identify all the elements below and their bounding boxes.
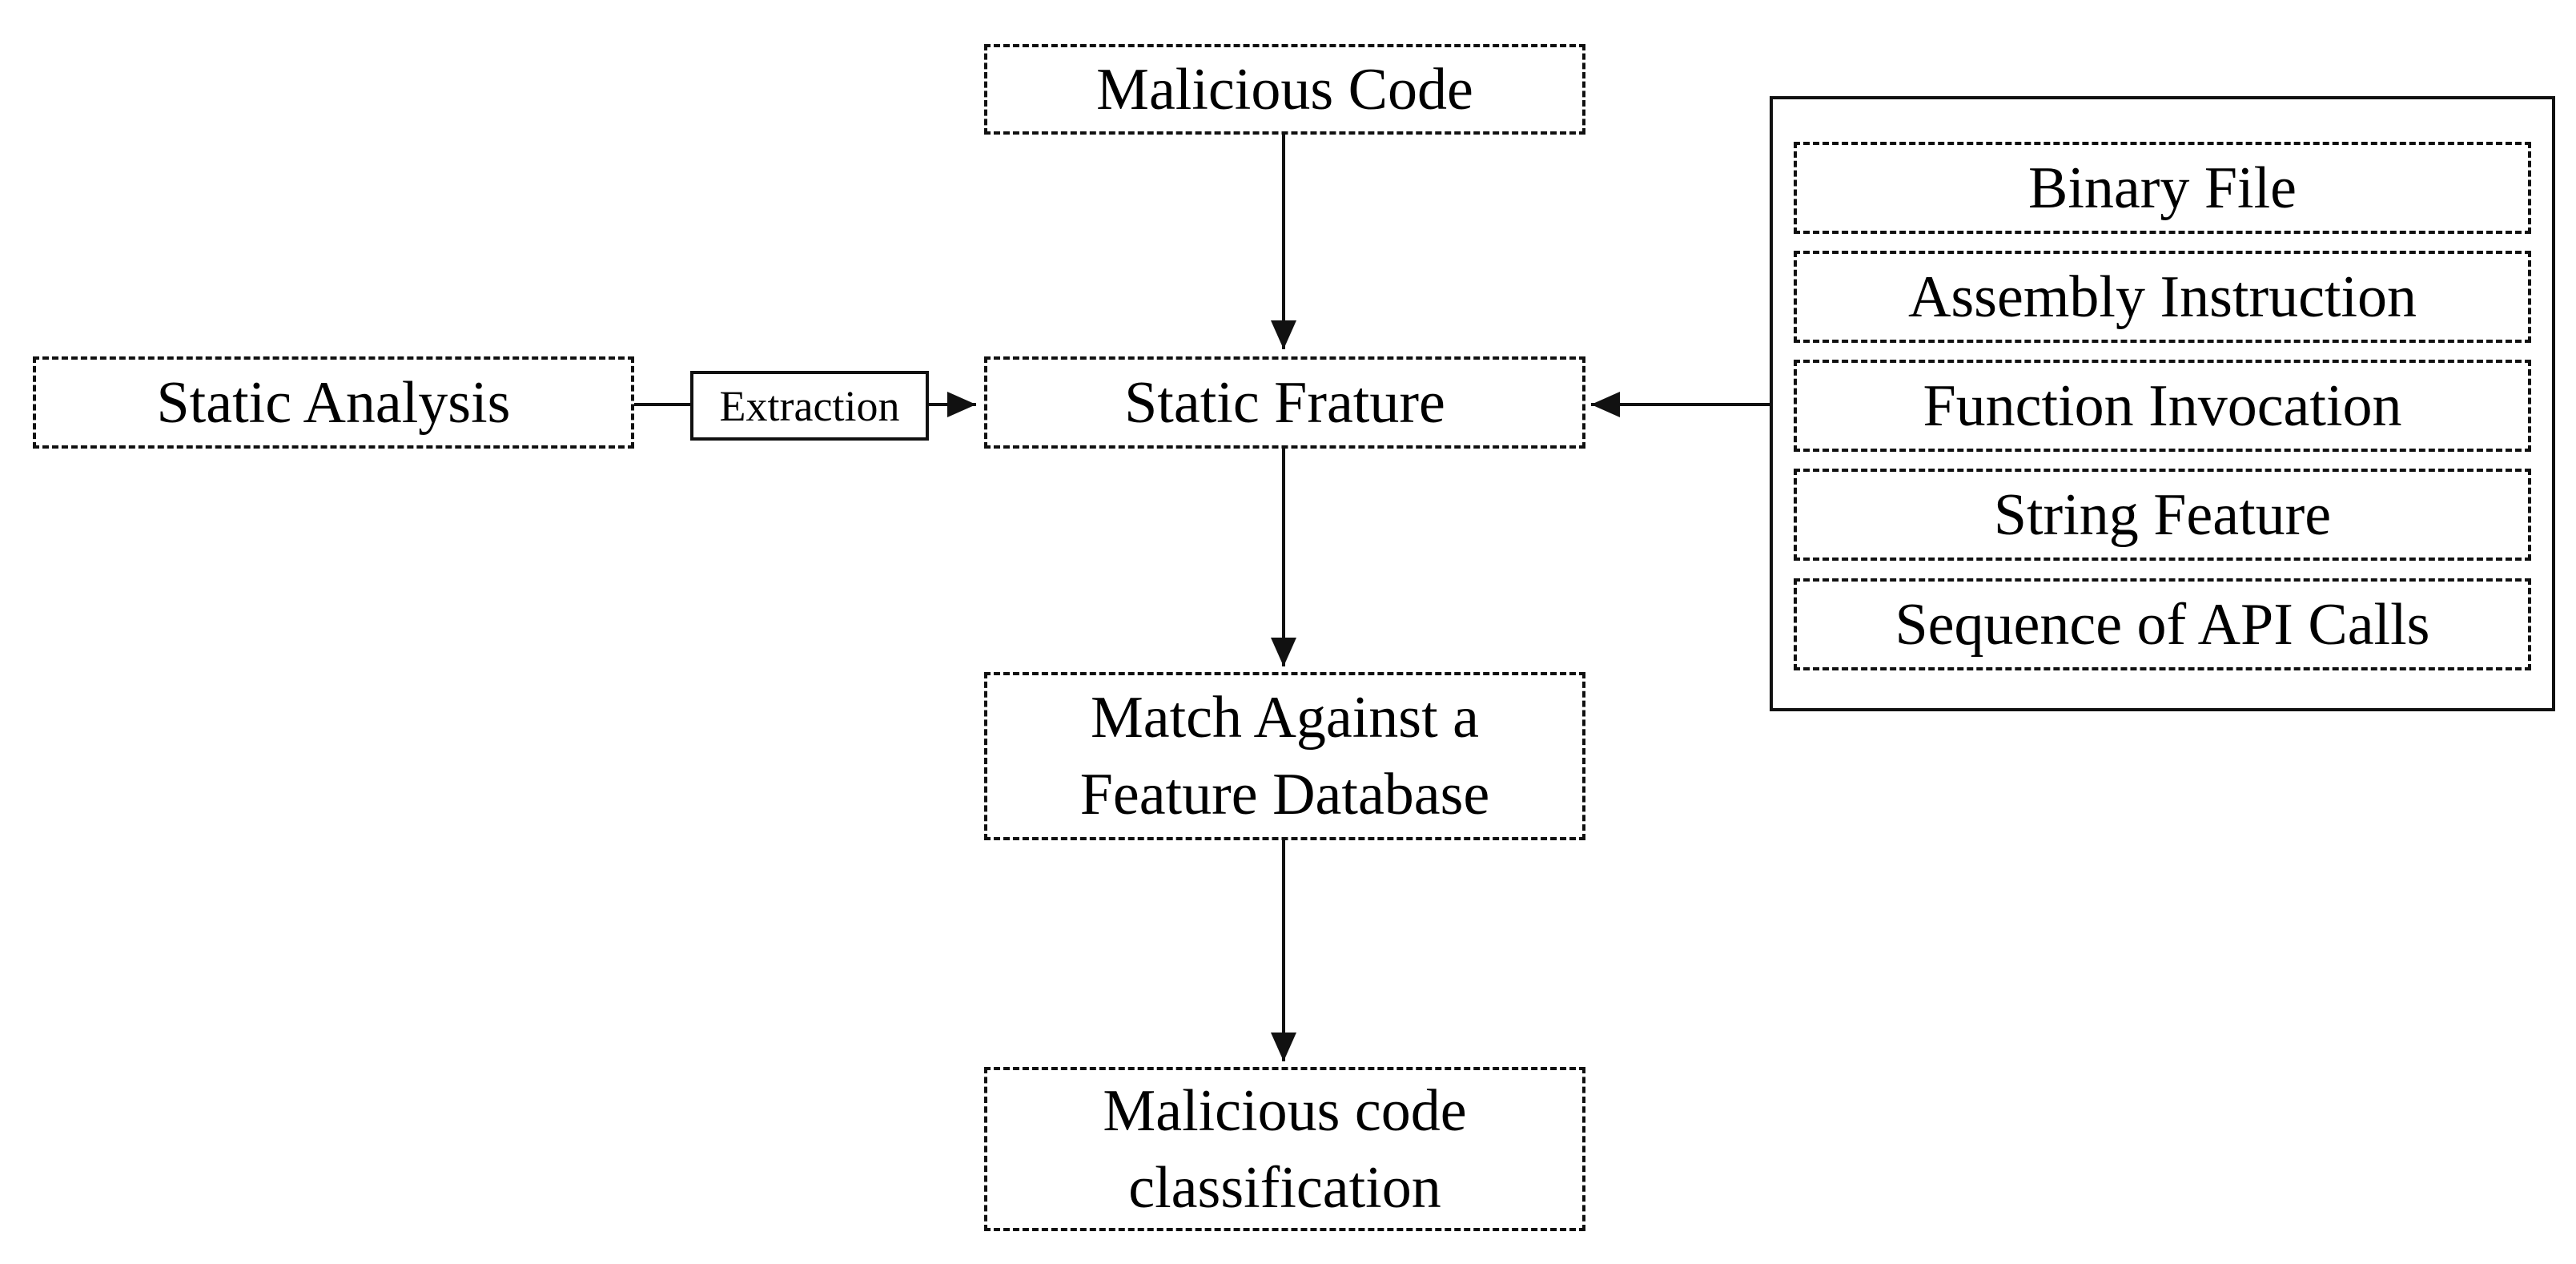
classification-line-1: Malicious code: [1103, 1077, 1467, 1144]
extraction-label: Extraction: [719, 381, 900, 430]
match-database-line-1: Match Against a: [1090, 685, 1479, 751]
extraction-node: Extraction: [690, 371, 929, 441]
feature-type-function-invocation: Function Invocation: [1794, 360, 2531, 452]
feature-type-assembly-instruction: Assembly Instruction: [1794, 251, 2531, 343]
feature-type-label: Function Invocation: [1923, 372, 2402, 439]
feature-type-label: String Feature: [1993, 481, 2332, 548]
match-database-node: Match Against a Feature Database: [984, 672, 1585, 840]
static-feature-node: Static Frature: [984, 356, 1585, 449]
classification-line-2: classification: [1128, 1154, 1441, 1221]
match-database-line-2: Feature Database: [1079, 762, 1490, 827]
static-analysis-label: Static Analysis: [156, 369, 511, 436]
static-analysis-node: Static Analysis: [33, 356, 634, 449]
feature-type-label: Sequence of API Calls: [1895, 591, 2430, 658]
static-feature-label: Static Frature: [1124, 369, 1445, 436]
feature-type-binary-file: Binary File: [1794, 142, 2531, 234]
feature-type-label: Assembly Instruction: [1907, 264, 2417, 330]
feature-type-string-feature: String Feature: [1794, 469, 2531, 561]
malicious-code-node: Malicious Code: [984, 44, 1585, 135]
classification-node: Malicious code classification: [984, 1067, 1585, 1231]
malicious-code-label: Malicious Code: [1096, 56, 1473, 123]
feature-types-panel: [1770, 96, 2555, 711]
feature-type-label: Binary File: [2027, 155, 2297, 221]
feature-type-api-call-sequence: Sequence of API Calls: [1794, 578, 2531, 670]
